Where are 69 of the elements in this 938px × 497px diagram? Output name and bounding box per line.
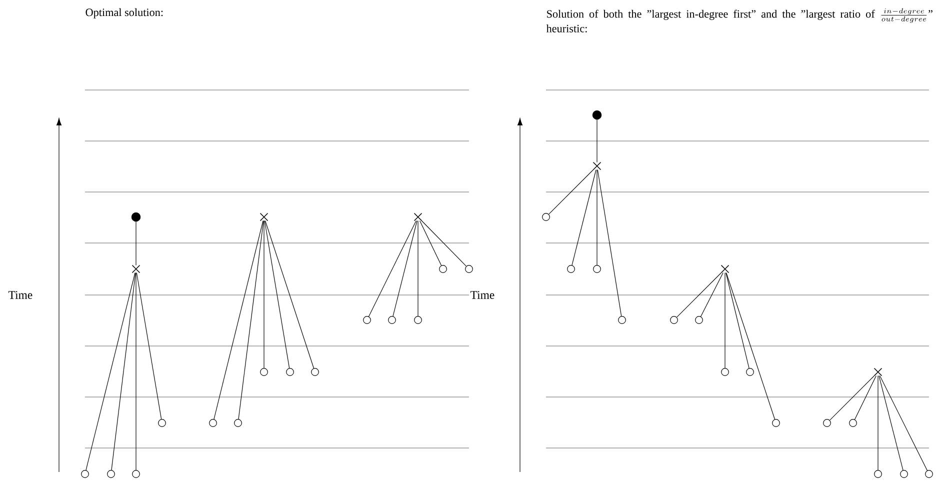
label: $\frac{in-degree}{out-degree}$ xyxy=(881,8,927,23)
cross-mark xyxy=(414,212,422,222)
connector-line xyxy=(111,272,136,470)
open-circle xyxy=(107,470,115,478)
connector-line xyxy=(700,272,724,317)
open-circle xyxy=(618,316,626,324)
connector-line xyxy=(392,220,418,316)
open-circle xyxy=(363,316,371,324)
open-circle xyxy=(746,368,754,376)
filled-dot xyxy=(131,212,141,222)
open-circle xyxy=(900,470,908,478)
connector-line xyxy=(726,272,776,420)
open-circle xyxy=(158,419,166,427)
connector-line xyxy=(596,119,598,163)
connector-line xyxy=(830,375,875,420)
label: Solution of both the ”largest in-degree first” and the ”largest ratio of xyxy=(547,10,875,20)
open-circle xyxy=(567,265,575,273)
open-circle xyxy=(286,368,294,376)
label: ” xyxy=(928,10,932,14)
open-circle xyxy=(388,316,396,324)
open-circle xyxy=(721,368,729,376)
connector-line xyxy=(214,220,264,420)
cross-mark xyxy=(874,368,882,376)
open-circle xyxy=(311,368,319,376)
open-circle xyxy=(234,419,242,427)
connector-line xyxy=(548,169,594,214)
connector-line xyxy=(264,220,290,368)
open-circle xyxy=(593,265,601,273)
cross-mark xyxy=(592,162,602,170)
connector-line xyxy=(420,220,442,266)
cross-mark xyxy=(260,212,268,222)
open-circle xyxy=(849,419,857,427)
open-circle xyxy=(209,419,217,427)
heading-text: Solution of both the ”largest in-degree first” and the ”largest ratio of $\frac{in-degree}{out-degree}$” heuristic: xyxy=(546,8,932,32)
connector-line xyxy=(596,169,598,266)
open-circle xyxy=(823,419,831,427)
cross-mark xyxy=(132,264,140,274)
open-circle xyxy=(925,470,933,478)
connector-line xyxy=(238,220,264,420)
connector-line xyxy=(86,272,136,470)
open-circle xyxy=(670,316,678,324)
connector-line xyxy=(264,220,314,369)
open-circle xyxy=(81,470,89,478)
connector-line xyxy=(676,272,722,318)
heading-text: Optimal solution: xyxy=(86,8,163,18)
axis-label: Time xyxy=(8,291,32,299)
connector-line xyxy=(724,272,726,368)
connector-line xyxy=(854,375,876,420)
label: heuristic: xyxy=(546,24,587,32)
filled-dot xyxy=(592,110,602,120)
connector-line xyxy=(878,375,904,470)
connector-line xyxy=(597,169,622,316)
open-circle xyxy=(542,213,550,221)
axis-label: Time xyxy=(470,291,495,299)
open-circle xyxy=(260,368,268,376)
open-circle xyxy=(132,470,140,478)
cross-mark xyxy=(720,264,730,274)
connector-line xyxy=(421,220,467,266)
open-circle xyxy=(695,316,703,324)
connector-line xyxy=(572,169,596,266)
open-circle xyxy=(772,419,780,427)
open-circle xyxy=(465,265,473,273)
connector-line xyxy=(368,220,416,317)
connector-line xyxy=(136,272,162,420)
connector-line xyxy=(880,375,928,471)
connector-line xyxy=(726,272,750,368)
open-circle xyxy=(414,316,422,324)
open-circle xyxy=(874,470,882,478)
open-circle xyxy=(439,265,447,273)
